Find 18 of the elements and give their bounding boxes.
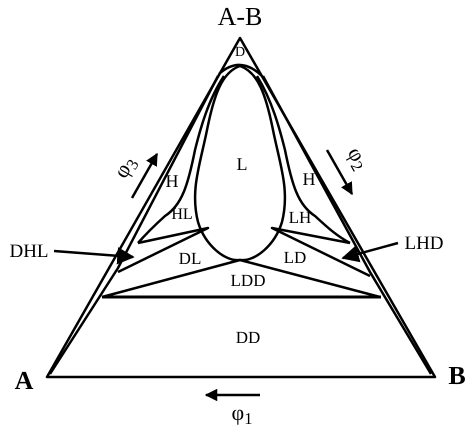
phase-label: LHD: [398, 231, 450, 255]
region-label: LDD: [230, 272, 266, 288]
leader-arrow: [341, 242, 398, 262]
region-label: LD: [284, 248, 306, 266]
leader-arrow: [54, 247, 135, 265]
vertex-label: A-B: [218, 4, 262, 30]
phase-label: DHL: [4, 239, 54, 263]
region-label: D: [234, 46, 246, 60]
region-label: H: [166, 172, 178, 190]
region-label: H: [302, 170, 316, 188]
axis-symbol: φ$_{1}$: [232, 402, 252, 424]
region-label: DL: [178, 250, 202, 266]
region-label: L: [236, 155, 248, 173]
region-label: HL: [171, 207, 193, 223]
region-label: DD: [236, 328, 260, 346]
vertex-label: A: [14, 368, 34, 394]
vertex-label: B: [448, 363, 466, 389]
region-label: LH: [288, 208, 312, 226]
